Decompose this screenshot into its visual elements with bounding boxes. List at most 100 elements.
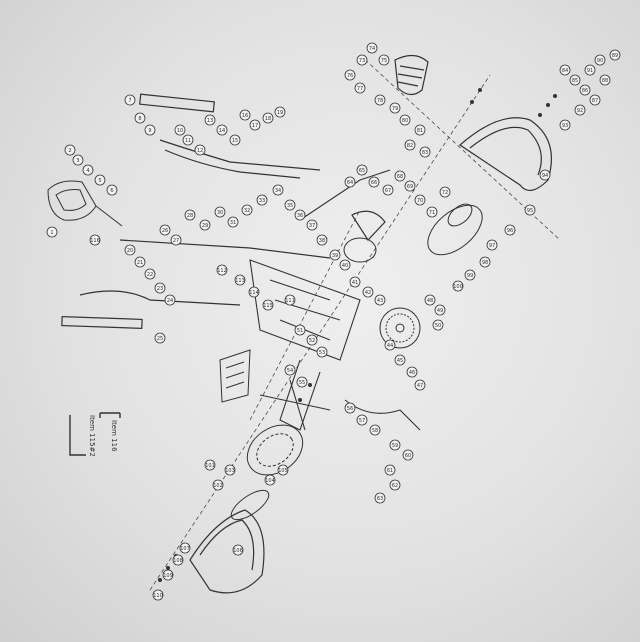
callout-number: 86 xyxy=(582,88,588,94)
callout-circle xyxy=(159,224,171,236)
callout-bubble: 40 xyxy=(339,259,351,271)
callout-circle xyxy=(378,54,390,66)
callout-number: 52 xyxy=(309,338,315,344)
callout-bubble: 85 xyxy=(569,74,581,86)
callout-bubble: 12 xyxy=(194,144,206,156)
callout-bubble: 68 xyxy=(394,170,406,182)
callout-number: 46 xyxy=(409,370,415,376)
callout-bubble: 82 xyxy=(404,139,416,151)
callout-circle xyxy=(389,479,401,491)
callout-number: 40 xyxy=(342,263,348,269)
callout-number: 33 xyxy=(259,198,265,204)
callout-number: 88 xyxy=(602,78,608,84)
callout-circle xyxy=(344,402,356,414)
callout-bubble: 81 xyxy=(414,124,426,136)
callout-circle xyxy=(239,109,251,121)
callout-number: 89 xyxy=(612,53,618,59)
callout-circle xyxy=(594,54,606,66)
callout-circle xyxy=(72,154,84,166)
callout-circle xyxy=(216,264,228,276)
callout-bubble: 105 xyxy=(277,464,289,476)
callout-bubble: 94 xyxy=(539,169,551,181)
callout-circle xyxy=(284,199,296,211)
callout-number: 50 xyxy=(435,323,441,329)
callout-bubble: 62 xyxy=(389,479,401,491)
callout-bubble: 113 xyxy=(234,274,246,286)
callout-bubble: 50 xyxy=(432,319,444,331)
callout-number: 81 xyxy=(417,128,423,134)
callout-circle xyxy=(374,294,386,306)
callout-bubble: 19 xyxy=(274,106,286,118)
callout-circle xyxy=(64,144,76,156)
legend-item-b: Item 116 xyxy=(110,420,118,452)
callout-bubble: 28 xyxy=(184,209,196,221)
callout-circle xyxy=(144,124,156,136)
callout-number: 60 xyxy=(405,453,411,459)
callout-number: 92 xyxy=(577,108,583,114)
callout-number: 100 xyxy=(453,284,463,290)
callout-circle xyxy=(404,180,416,192)
callout-circle xyxy=(249,119,261,131)
upper-handle-tube xyxy=(159,139,321,171)
callout-circle xyxy=(184,209,196,221)
callout-bubble: 86 xyxy=(579,84,591,96)
callout-circle xyxy=(224,464,236,476)
callout-number: 11 xyxy=(185,138,191,144)
fastener-strings xyxy=(158,88,557,582)
callout-number: 97 xyxy=(489,243,495,249)
flywheel-assembly xyxy=(230,203,483,521)
callout-circle xyxy=(46,226,58,238)
callout-circle xyxy=(124,244,136,256)
callout-circle xyxy=(589,94,601,106)
callout-number: 7 xyxy=(128,98,131,104)
callout-circle xyxy=(439,186,451,198)
callout-number: 110 xyxy=(153,593,163,599)
washer-ring xyxy=(230,489,270,521)
shield-plate xyxy=(351,210,386,241)
callout-number: 67 xyxy=(385,188,391,194)
callout-circle xyxy=(349,276,361,288)
callout-number: 25 xyxy=(157,336,163,342)
callout-number: 93 xyxy=(562,123,568,129)
callout-bubble: 33 xyxy=(256,194,268,206)
callout-bubble: 54 xyxy=(284,364,296,376)
callout-bubble: 30 xyxy=(214,206,226,218)
callout-number: 99 xyxy=(467,273,473,279)
callout-bubble: 84 xyxy=(559,64,571,76)
allen-key-icon xyxy=(69,415,86,456)
callout-circle xyxy=(419,146,431,158)
console-screen xyxy=(55,189,87,211)
callout-bubble: 87 xyxy=(589,94,601,106)
callout-bubble: 112 xyxy=(216,264,228,276)
callout-number: 5 xyxy=(98,178,101,184)
callout-number: 115 xyxy=(263,303,273,309)
callout-number: 108 xyxy=(173,558,183,564)
callout-circle xyxy=(329,249,341,261)
callout-number: 94 xyxy=(542,173,548,179)
callout-number: 6 xyxy=(110,188,113,194)
callout-number: 36 xyxy=(297,213,303,219)
callout-circle xyxy=(354,82,366,94)
callout-circle xyxy=(524,204,536,216)
callout-bubble: 49 xyxy=(434,304,446,316)
callout-number: 64 xyxy=(347,180,353,186)
callout-bubble: 97 xyxy=(486,239,498,251)
callout-circle xyxy=(277,464,289,476)
callout-circle xyxy=(172,554,184,566)
callout-number: 43 xyxy=(377,298,383,304)
callout-number: 21 xyxy=(137,260,143,266)
callout-bubble: 90 xyxy=(594,54,606,66)
callout-number: 38 xyxy=(319,238,325,244)
callout-number: 51 xyxy=(297,328,303,334)
flywheel xyxy=(379,307,421,349)
callout-bubble: 31 xyxy=(227,216,239,228)
callout-circle xyxy=(356,164,368,176)
callout-circle xyxy=(227,216,239,228)
callout-circle xyxy=(504,224,516,236)
callout-bubble: 65 xyxy=(356,164,368,176)
callout-number: 48 xyxy=(427,298,433,304)
callout-circle xyxy=(232,544,244,556)
callout-circle xyxy=(569,74,581,86)
callout-number: 3 xyxy=(76,158,79,164)
